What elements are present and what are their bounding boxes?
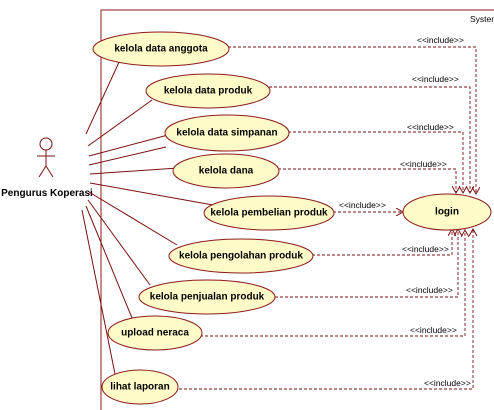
use-case-label: kelola data simpanan	[176, 128, 277, 139]
system-boundary	[100, 9, 494, 410]
include-arrow	[200, 230, 465, 337]
association-line	[87, 99, 153, 147]
include-arrow	[288, 131, 463, 193]
use-case-lihat-laporan[interactable]: lihat laporan	[101, 369, 179, 405]
use-case-label: upload neraca	[121, 328, 189, 339]
use-case-kelola-data-simpanan[interactable]: kelola data simpanan	[164, 114, 290, 152]
use-case-kelola-penjualan-produk[interactable]: kelola penjualan produk	[138, 279, 276, 315]
use-case-label: kelola pengolahan produk	[179, 251, 303, 262]
include-labels: <<include>> <<include>> <<include>> <<in…	[339, 35, 471, 388]
use-case-label: login	[435, 207, 459, 218]
actor-name: Pengurus Koperasi	[1, 188, 93, 199]
include-dependencies	[174, 46, 476, 390]
include-label: <<include>>	[407, 122, 454, 132]
include-label: <<include>>	[424, 378, 471, 388]
use-case-kelola-dana[interactable]: kelola dana	[172, 153, 280, 189]
include-label: <<include>>	[406, 285, 453, 295]
association-line	[88, 134, 169, 157]
include-arrow	[278, 168, 456, 193]
use-case-kelola-pembelian-produk[interactable]: kelola pembelian produk	[203, 195, 335, 231]
include-label: <<include>>	[412, 74, 459, 84]
system-label: System	[470, 14, 494, 24]
use-case-login[interactable]: login	[402, 193, 492, 231]
include-label: <<include>>	[400, 159, 447, 169]
include-label: <<include>>	[339, 200, 386, 210]
association-line	[87, 199, 151, 286]
include-label: <<include>>	[417, 35, 464, 45]
include-arrow	[275, 229, 458, 298]
use-case-upload-neraca[interactable]: upload neraca	[107, 315, 203, 351]
use-case-kelola-data-anggota[interactable]: kelola data anggota	[92, 31, 230, 67]
association-line	[89, 167, 179, 175]
stick-figure-icon	[37, 137, 55, 178]
use-case-label: kelola data produk	[164, 86, 253, 97]
include-arrow	[174, 229, 473, 390]
use-case-label: kelola penjualan produk	[150, 292, 265, 303]
use-case-kelola-pengolahan-produk[interactable]: kelola pengolahan produk	[168, 238, 314, 274]
association-line	[81, 209, 116, 375]
actor-pengurus-koperasi[interactable]: Pengurus Koperasi	[1, 137, 93, 199]
association-line	[89, 182, 214, 206]
association-line	[85, 59, 121, 135]
association-line	[88, 146, 167, 166]
use-case-label: kelola data anggota	[114, 44, 208, 55]
use-case-label: kelola dana	[199, 166, 254, 177]
include-arrow	[228, 46, 476, 194]
association-line	[88, 191, 178, 246]
use-case-label: lihat laporan	[110, 382, 169, 393]
association-line	[85, 205, 133, 319]
use-case-label: kelola pembelian produk	[210, 208, 328, 219]
include-label: <<include>>	[402, 244, 449, 254]
include-arrow	[269, 86, 470, 193]
associations	[81, 59, 214, 375]
include-label: <<include>>	[410, 325, 457, 335]
use-case-kelola-data-produk[interactable]: kelola data produk	[145, 73, 271, 109]
include-arrow	[312, 229, 452, 256]
